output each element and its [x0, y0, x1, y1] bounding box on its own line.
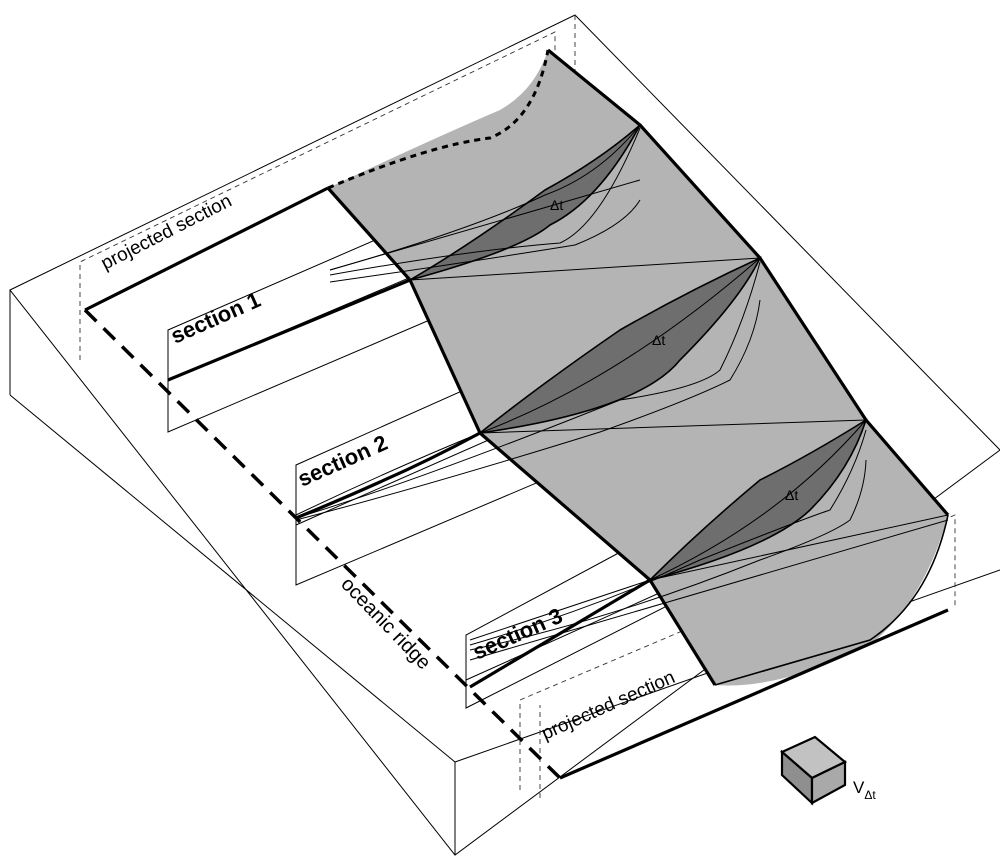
profile-lines [84, 49, 949, 780]
surface-grid-lines [329, 179, 949, 661]
volume-symbol: V [853, 778, 865, 797]
section-1-curves [329, 124, 641, 283]
section-3-profile [469, 578, 651, 689]
section-1-label: section 1 [167, 287, 264, 349]
projected-profile-bottom [559, 608, 949, 780]
section-2-curves [295, 257, 761, 521]
projected-section-top-label: projected section [98, 191, 236, 275]
section-3-curves [469, 419, 867, 651]
surface-outline [326, 48, 950, 686]
delta-t-label-1: Δt [550, 197, 563, 213]
section-2-profile [295, 431, 481, 520]
oceanic-ridge-line [83, 308, 562, 780]
surface-edge-bottom-curve [714, 514, 949, 686]
projected-profile-top-dashed [327, 49, 550, 190]
projected-section-bottom-label: projected section [538, 667, 678, 745]
projected-profile-top [84, 186, 329, 312]
volume-cube-icon [779, 735, 848, 806]
volume-subscript: Δt [864, 788, 876, 802]
section-1-profile [167, 278, 411, 382]
volume-label: VΔt [853, 778, 876, 802]
section-3-label: section 3 [469, 603, 566, 665]
delta-t-label-3: Δt [785, 487, 798, 503]
projected-section-plane-top [79, 31, 556, 360]
delta-t-label-2: Δt [652, 332, 665, 348]
oceanic-ridge-label: oceanic ridge [336, 573, 434, 674]
